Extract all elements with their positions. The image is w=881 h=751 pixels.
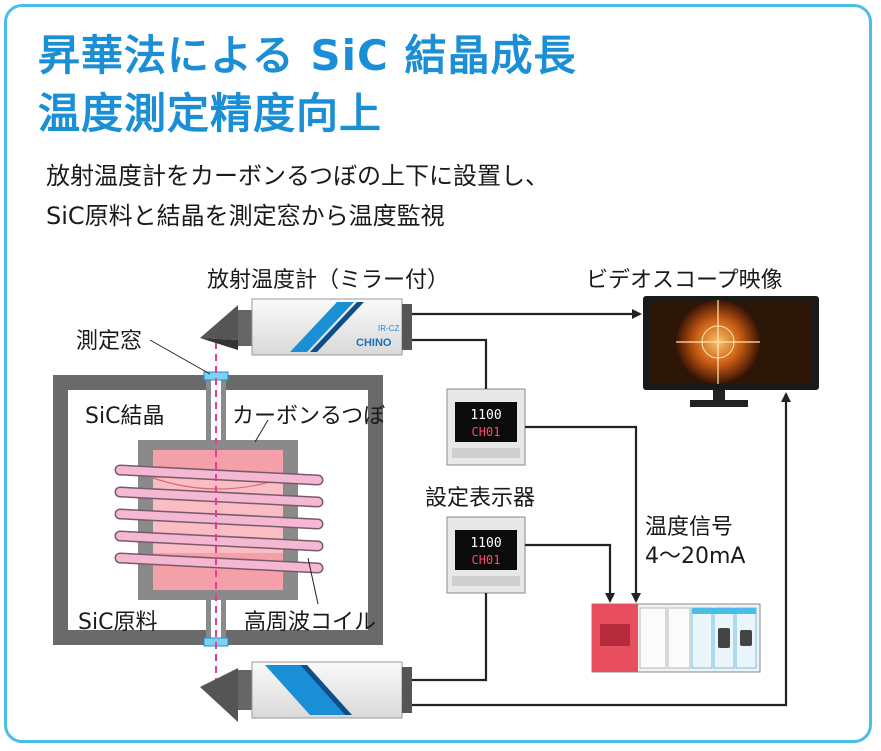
induction-coil <box>114 464 324 574</box>
controller-1-channel: CH01 <box>472 425 501 439</box>
label-sic-crystal: SiC結晶 <box>85 404 165 429</box>
title-line-1: 昇華法による SiC 結晶成長 <box>38 31 577 80</box>
label-carbon-crucible: カーボンるつぼ <box>232 404 386 429</box>
video-monitor <box>643 296 819 407</box>
pyrometer-top: IR-CZ CHINO <box>200 298 412 356</box>
description-line-1: 放射温度計をカーボンるつぼの上下に設置し、 <box>46 162 550 190</box>
plc-unit <box>591 603 761 673</box>
pyrometer-model-label: IR-CZ <box>378 324 399 333</box>
description-line-2: SiC原料と結晶を測定窓から温度監視 <box>46 202 445 230</box>
label-display-unit: 設定表示器 <box>425 486 536 511</box>
label-measurement-window: 測定窓 <box>76 329 143 354</box>
controller-2: 1100 CH01 <box>446 516 526 594</box>
title-line-2: 温度測定精度向上 <box>38 89 383 138</box>
controller-1: 1100 CH01 <box>446 388 526 466</box>
controller-2-value: 1100 <box>470 536 501 551</box>
label-video-scope: ビデオスコープ映像 <box>586 268 783 293</box>
label-pyrometer: 放射温度計（ミラー付） <box>207 268 450 293</box>
label-induction-coil: 高周波コイル <box>244 610 377 635</box>
pyrometer-bottom <box>200 661 412 722</box>
label-signal-1: 温度信号 <box>645 515 734 540</box>
label-signal-2: 4〜20mA <box>645 544 746 569</box>
controller-1-value: 1100 <box>470 408 501 423</box>
controller-2-channel: CH01 <box>472 553 501 567</box>
label-sic-raw-material: SiC原料 <box>78 610 158 635</box>
pyrometer-brand-label: CHINO <box>356 337 392 349</box>
